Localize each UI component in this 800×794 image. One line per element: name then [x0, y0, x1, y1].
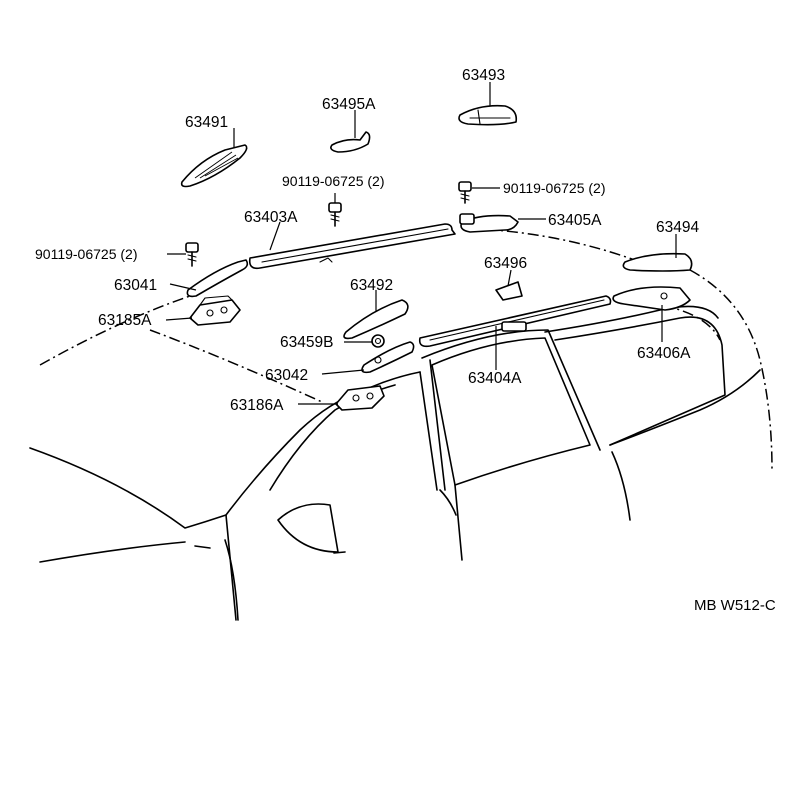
part-labels: 63491 63495A 63493 90119-06725 (2) 90119…: [35, 67, 776, 614]
label-63405A: 63405A: [548, 212, 602, 229]
diagram-code: MB W512-C: [694, 597, 776, 614]
leader-lines: [165, 82, 677, 405]
label-63495A: 63495A: [322, 96, 376, 113]
part-63403A-rail: [248, 223, 456, 270]
label-90119-b: 90119-06725 (2): [503, 180, 605, 196]
part-bolt-c: [185, 242, 199, 267]
part-63491-cover: [180, 144, 248, 188]
part-63494-cover: [622, 252, 693, 272]
label-63491: 63491: [185, 114, 228, 131]
part-63496-clip: [495, 281, 523, 301]
part-63186A-bracket: [335, 385, 385, 411]
label-90119-c: 90119-06725 (2): [35, 246, 137, 262]
part-bolt-b: [458, 181, 472, 204]
part-63493-cover: [458, 104, 518, 126]
part-63459B-nut: [371, 334, 385, 348]
vehicle-body-lines: [29, 305, 761, 621]
label-63494: 63494: [656, 219, 699, 236]
part-63041-leg: [186, 259, 249, 298]
label-63492: 63492: [350, 277, 393, 294]
label-63042: 63042: [265, 367, 308, 384]
label-63459B: 63459B: [280, 334, 333, 351]
part-63492-cover: [343, 299, 409, 340]
part-bolt-a: [328, 202, 342, 227]
label-90119-a: 90119-06725 (2): [282, 173, 384, 189]
label-63185A: 63185A: [98, 312, 152, 329]
part-63404A-rail: [418, 295, 612, 348]
label-63493: 63493: [462, 67, 505, 84]
label-63404A: 63404A: [468, 370, 522, 387]
part-63405A-end: [459, 213, 519, 233]
label-63186A: 63186A: [230, 397, 284, 414]
part-63185A-bracket: [189, 295, 241, 326]
label-63041: 63041: [114, 277, 157, 294]
part-63406A-end: [612, 286, 691, 311]
label-63406A: 63406A: [637, 345, 691, 362]
label-63496: 63496: [484, 255, 527, 272]
part-63495A-clip: [330, 131, 371, 153]
label-63403A: 63403A: [244, 209, 298, 226]
part-63042-leg: [361, 341, 415, 374]
